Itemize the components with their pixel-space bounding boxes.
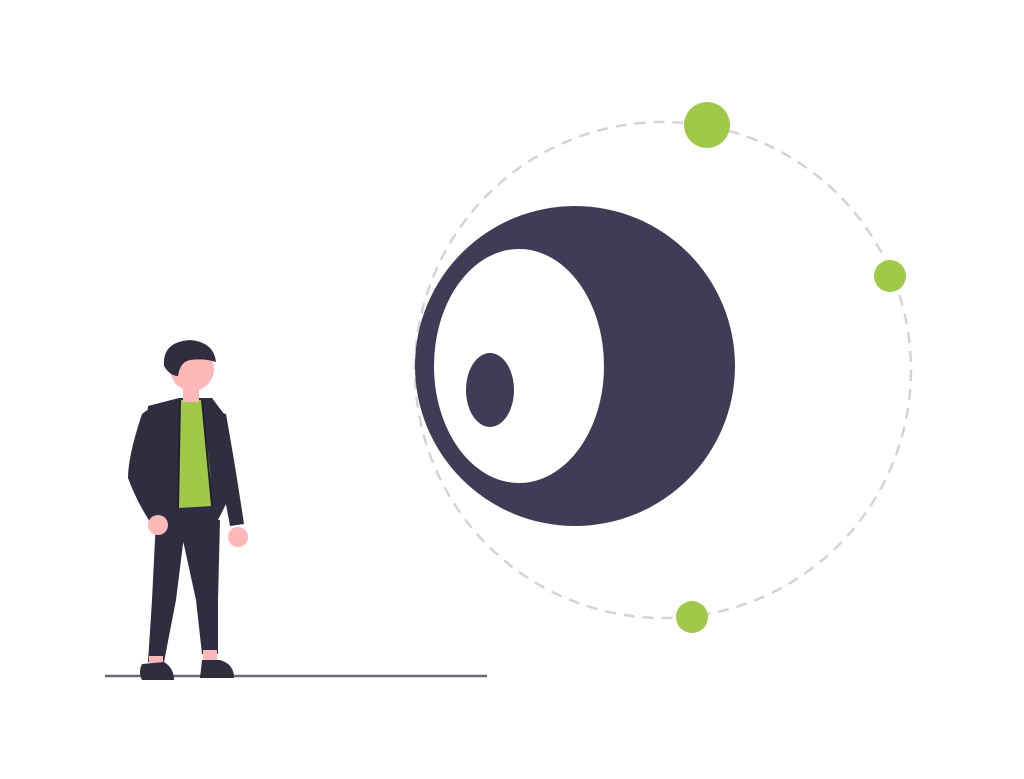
orbit-dot-right: [874, 260, 906, 292]
orbit-dot-bottom: [676, 601, 708, 633]
orbit-ring: [413, 120, 913, 620]
person-left-shoe: [140, 662, 174, 680]
person-hair: [163, 340, 216, 376]
eye-icon: [415, 206, 735, 526]
person-figure: [128, 340, 248, 680]
person-left-hand: [148, 515, 168, 535]
person-left-ankle: [149, 656, 163, 666]
person-lapel: [177, 399, 213, 509]
eye-white: [434, 249, 604, 483]
person-right-hand: [228, 527, 248, 547]
person-left-arm: [128, 408, 162, 522]
person-left-leg: [148, 520, 186, 662]
person-right-shoe: [200, 660, 234, 678]
orbit-dot-top: [684, 102, 730, 148]
eye-pupil: [466, 353, 514, 427]
person-right-ankle: [203, 650, 217, 662]
person-right-leg: [176, 520, 220, 654]
person-shirt: [178, 400, 212, 508]
